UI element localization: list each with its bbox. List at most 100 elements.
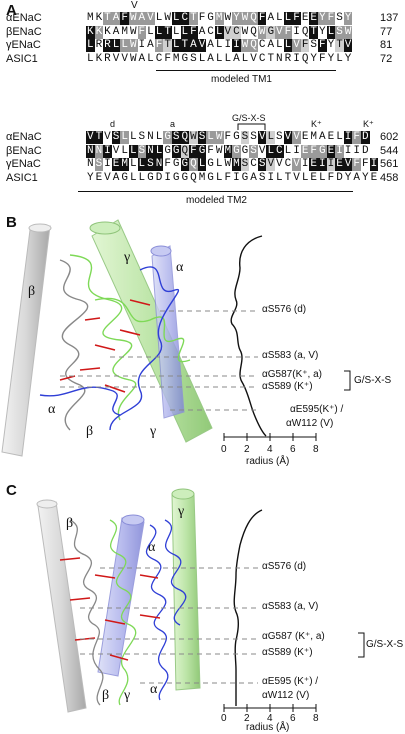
panel-c-guides bbox=[80, 567, 258, 684]
sequence-name: αENaC bbox=[6, 12, 42, 24]
c-tick-2: 2 bbox=[244, 713, 250, 724]
sequence-name: αENaC bbox=[6, 131, 42, 143]
b-residue-3: αG587(K⁺, a) bbox=[262, 369, 322, 380]
sequence-name: γENaC bbox=[6, 158, 41, 170]
residue-number: 544 bbox=[380, 144, 399, 157]
c-beta-top: β bbox=[66, 516, 74, 531]
tm2-k-mark-2: K⁺ bbox=[363, 119, 374, 129]
tm1-label: modeled TM1 bbox=[211, 74, 272, 85]
tm2-a-mark: a bbox=[170, 119, 176, 129]
panel-b-xaxis bbox=[223, 433, 317, 441]
residue-number: 72 bbox=[380, 52, 393, 65]
tm1-v-mark: V bbox=[131, 0, 138, 11]
residue-number: 458 bbox=[380, 171, 399, 184]
c-tick-8: 8 bbox=[313, 713, 319, 724]
c-residue-6: αW112 (V) bbox=[262, 690, 310, 701]
b-gamma-bottom: γ bbox=[150, 424, 157, 439]
panel-b-radius-profile bbox=[230, 235, 267, 437]
residue-number: 137 bbox=[380, 12, 399, 24]
panel-c-letter: C bbox=[6, 482, 17, 499]
b-residue-6: αW112 (V) bbox=[286, 418, 334, 429]
c-alpha-cylinder bbox=[97, 514, 145, 677]
c-tick-0: 0 bbox=[221, 713, 227, 724]
c-beta-bottom: β bbox=[102, 688, 110, 703]
panel-b-guides bbox=[60, 310, 258, 411]
b-residue-4: αS589 (K⁺) bbox=[262, 381, 313, 392]
sequence-name: γENaC bbox=[6, 39, 41, 51]
c-tick-4: 4 bbox=[267, 713, 273, 724]
sequence-name: ASIC1 bbox=[6, 171, 38, 184]
sequence-name: ASIC1 bbox=[6, 52, 38, 65]
panel-c-ribbons bbox=[59, 519, 187, 706]
b-xaxis-label: radius (Å) bbox=[246, 456, 290, 467]
tm2-motif-mark: G/S-X-S bbox=[232, 113, 266, 123]
residue-number: 602 bbox=[380, 131, 399, 143]
panel-b-bracket bbox=[344, 370, 351, 391]
b-tick-8: 8 bbox=[313, 444, 319, 455]
b-bracket-label: G/S-X-S bbox=[354, 375, 392, 386]
c-gamma-cylinder bbox=[171, 488, 201, 691]
c-gamma-top: γ bbox=[178, 504, 185, 519]
tm2-label: modeled TM2 bbox=[186, 195, 247, 206]
panel-b-letter: B bbox=[6, 214, 17, 231]
b-tick-6: 6 bbox=[290, 444, 296, 455]
panel-a-letter: A bbox=[6, 2, 17, 19]
alpha-cylinder bbox=[150, 245, 185, 419]
b-beta-bottom: β bbox=[86, 424, 94, 439]
residue-number: 561 bbox=[380, 158, 399, 170]
c-residue-3: αG587 (K⁺, a) bbox=[262, 631, 325, 642]
tm2-d-mark: d bbox=[110, 119, 116, 129]
b-residue-5: αE595(K⁺) / bbox=[290, 404, 344, 415]
residue-number: 81 bbox=[380, 39, 393, 51]
c-beta-cylinder bbox=[36, 499, 87, 713]
b-alpha-top: α bbox=[176, 260, 184, 275]
panel-c-xaxis bbox=[223, 704, 317, 712]
c-gamma-bottom: γ bbox=[124, 688, 131, 703]
tm1-underline bbox=[156, 70, 336, 71]
panel-c-radius-profile bbox=[233, 509, 263, 706]
panel-c-bracket bbox=[358, 632, 365, 658]
c-alpha-bottom: α bbox=[150, 682, 158, 697]
sequence-name: βENaC bbox=[6, 25, 42, 38]
panel-b-ribbons bbox=[39, 254, 191, 431]
b-tick-0: 0 bbox=[221, 444, 227, 455]
c-residue-1: αS576 (d) bbox=[262, 561, 307, 572]
b-residue-1: αS576 (d) bbox=[262, 304, 307, 315]
b-gamma-top: γ bbox=[124, 250, 131, 265]
sequence-name: βENaC bbox=[6, 144, 42, 157]
tm2-underline bbox=[78, 191, 353, 192]
c-residue-4: αS589 (K⁺) bbox=[262, 647, 313, 658]
c-xaxis-label: radius (Å) bbox=[246, 722, 290, 733]
c-tick-6: 6 bbox=[290, 713, 296, 724]
b-alpha-bottom: α bbox=[48, 402, 56, 417]
b-beta-top: β bbox=[28, 284, 36, 299]
b-residue-2: αS583 (a, V) bbox=[262, 350, 319, 361]
c-residue-2: αS583 (a, V) bbox=[262, 601, 319, 612]
b-tick-2: 2 bbox=[244, 444, 250, 455]
c-bracket-label: G/S-X-S bbox=[366, 639, 404, 650]
tm2-k-mark-1: K⁺ bbox=[311, 119, 322, 129]
residue-number: 77 bbox=[380, 25, 393, 38]
b-tick-4: 4 bbox=[267, 444, 273, 455]
c-residue-5: αE595 (K⁺) / bbox=[262, 676, 319, 687]
